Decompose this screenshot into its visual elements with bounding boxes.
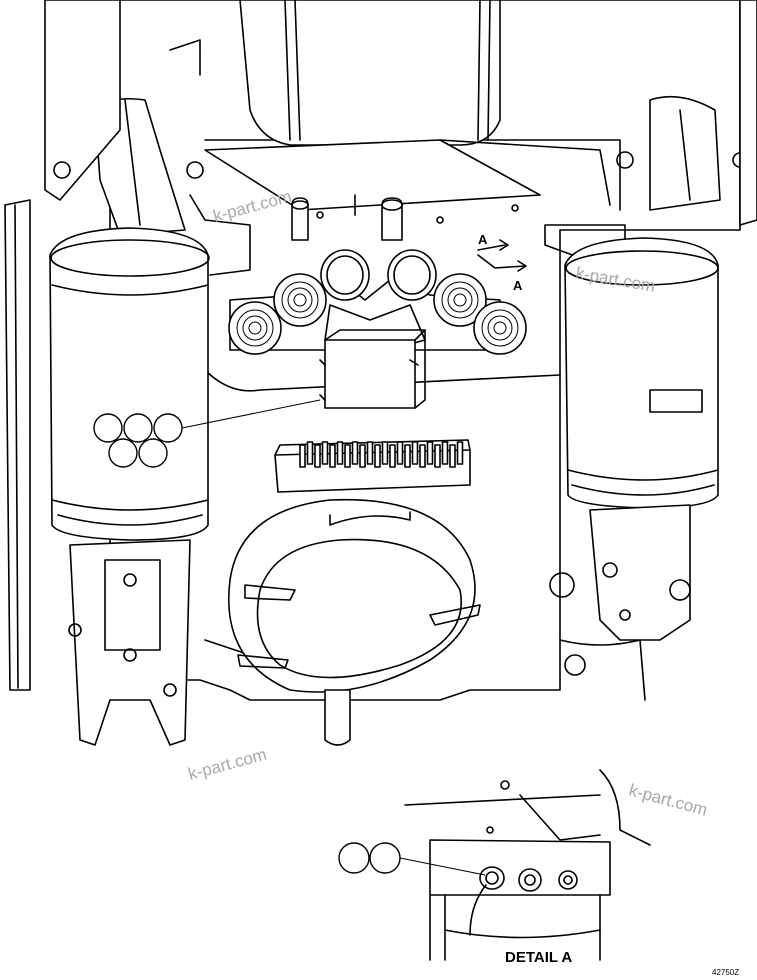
studs-on-plate xyxy=(291,194,519,241)
watermark: k-part.com xyxy=(627,781,709,820)
terminal-block xyxy=(411,441,419,465)
terminal-block xyxy=(359,444,366,468)
top-plate xyxy=(204,139,611,211)
callout-circle xyxy=(153,413,183,443)
junction-box xyxy=(319,329,426,409)
terminal-block xyxy=(374,444,381,468)
round-connector-left-outer xyxy=(228,301,282,355)
terminal-block xyxy=(351,441,359,465)
terminal-block xyxy=(449,444,456,468)
round-connector-right-inner xyxy=(433,273,487,327)
view-arrows: A A xyxy=(477,232,527,293)
terminal-block xyxy=(381,441,389,465)
terminal-block xyxy=(336,441,344,465)
leader-line xyxy=(399,857,486,876)
right-arm-assembly xyxy=(544,0,757,266)
terminal-strip xyxy=(274,439,471,493)
left-cylinder xyxy=(49,227,210,541)
watermark: k-part.com xyxy=(186,745,268,784)
right-cylinder xyxy=(564,237,719,509)
terminal-block xyxy=(366,441,374,465)
terminal-block xyxy=(314,444,321,468)
right-lower-leg xyxy=(589,504,691,641)
terminal-block xyxy=(434,444,441,468)
terminal-block xyxy=(441,441,449,465)
callout-circle xyxy=(338,842,370,874)
detail-title: DETAIL A xyxy=(505,949,572,966)
terminal-block xyxy=(456,441,464,465)
callout-group-detail xyxy=(338,842,486,876)
terminal-block xyxy=(299,444,306,468)
callout-circle xyxy=(138,438,168,468)
callout-circle xyxy=(93,413,123,443)
terminal-blocks xyxy=(299,441,464,468)
leader-line xyxy=(181,399,321,429)
callout-circle xyxy=(108,438,138,468)
view-label-a-upper: A xyxy=(478,232,488,247)
terminal-block xyxy=(321,441,329,465)
detail-a-view xyxy=(404,769,651,961)
view-label-a-lower: A xyxy=(513,278,523,293)
terminal-block xyxy=(344,444,351,468)
upper-tank xyxy=(239,0,501,146)
terminal-block xyxy=(404,444,411,468)
left-edge-band xyxy=(4,199,31,691)
terminal-block xyxy=(396,441,404,465)
left-lower-leg xyxy=(68,539,191,746)
round-connector-left-inner xyxy=(273,273,327,327)
terminal-block xyxy=(389,444,396,468)
terminal-block xyxy=(329,444,336,468)
terminal-block xyxy=(426,441,434,465)
callout-circle xyxy=(369,842,401,874)
access-cover xyxy=(228,498,481,746)
callout-circle xyxy=(123,413,153,443)
terminal-block xyxy=(306,441,314,465)
terminal-block xyxy=(419,444,426,468)
round-connector-right-outer xyxy=(473,301,527,355)
callout-group-main xyxy=(93,399,321,468)
drawing-number: 42750Z xyxy=(712,968,739,977)
